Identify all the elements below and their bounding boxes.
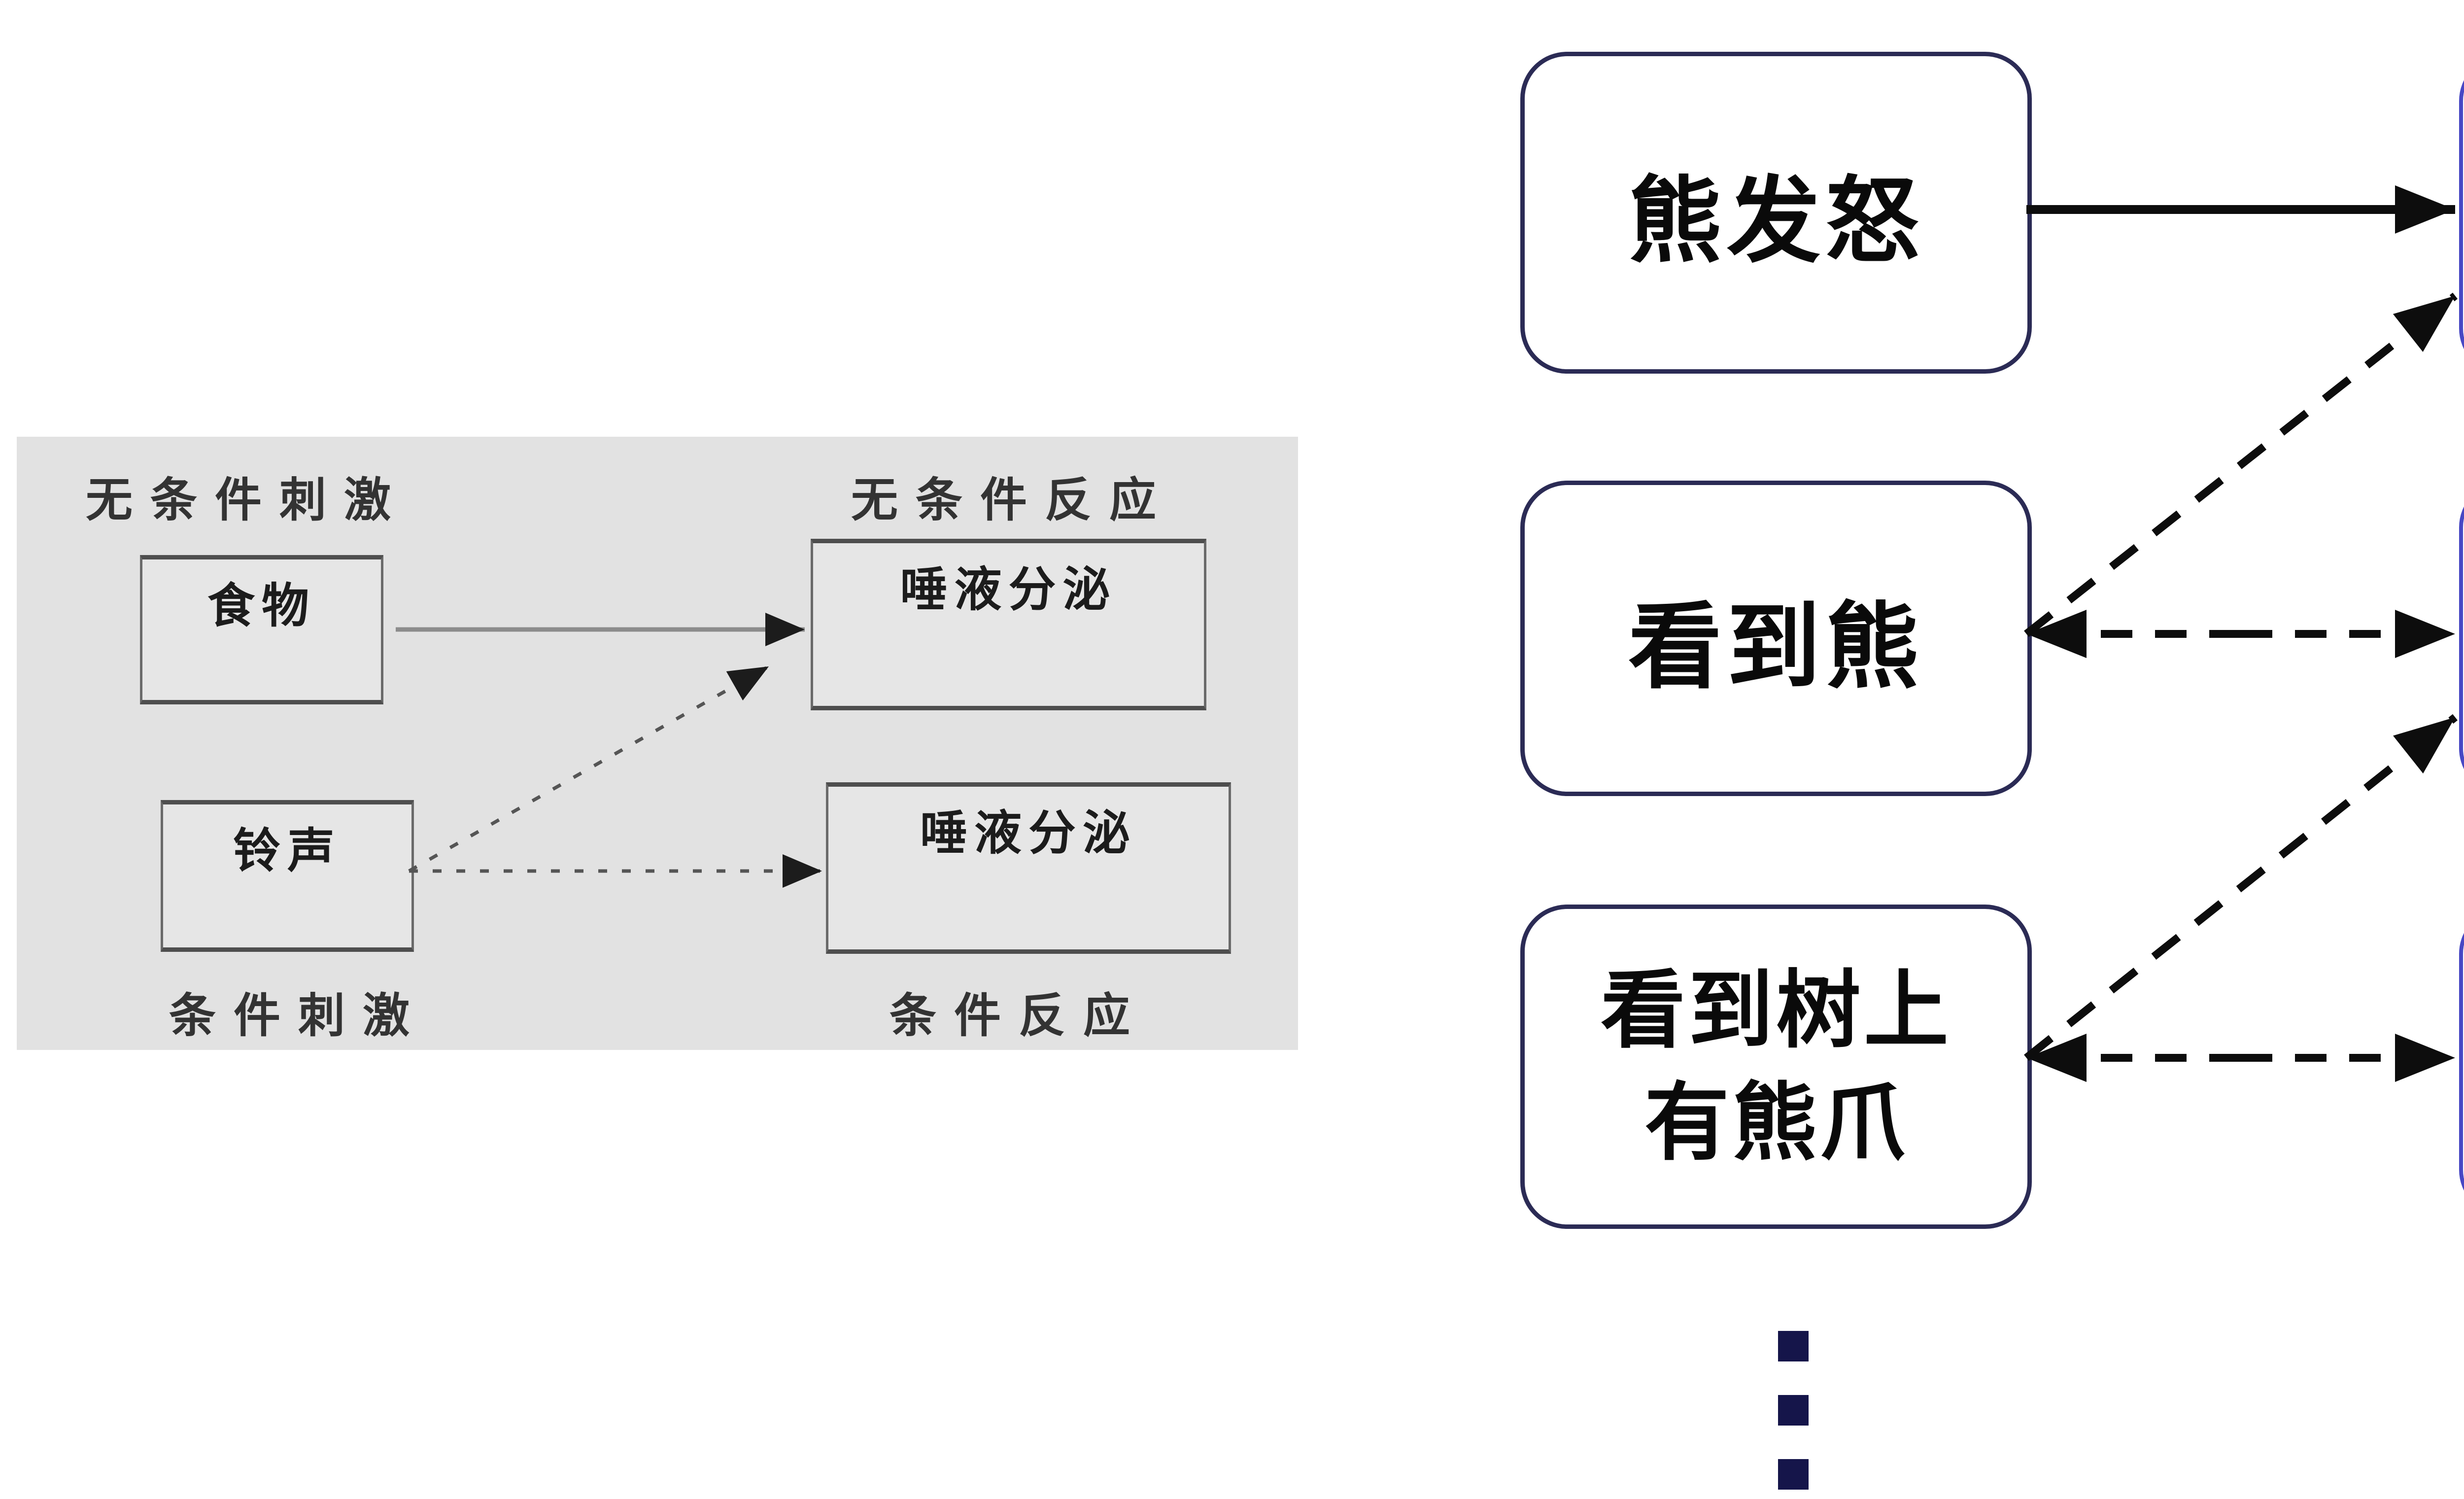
food-box: 食物 <box>140 555 383 704</box>
node-bear-claw-label-line1: 看到树上 <box>1601 963 1951 1058</box>
unconditioned-response-label: 无条件反应 <box>851 474 1174 526</box>
bell-box: 铃声 <box>161 800 414 952</box>
pavlov-conditioning-panel: 无条件刺激 无条件反应 食物 唾液分泌 铃声 唾液分泌 条件刺激 条件反应 <box>17 437 1298 1050</box>
node-bear-claw-label-line2: 有熊爪 <box>1644 1076 1908 1170</box>
node-bear-angry: 熊发怒 <box>1520 52 2032 374</box>
conditioned-stimulus-label: 条件刺激 <box>169 990 428 1042</box>
node-see-bear: 看到熊 <box>1520 481 2032 796</box>
see-bear-to-reward-dashed-arrow <box>2024 292 2458 637</box>
bear-claw-to-v-s-prime-dashed-arrow <box>2024 714 2458 1061</box>
node-bear-claw: 看到树上 有熊爪 <box>1520 905 2032 1229</box>
saliva-bottom-box-label: 唾液分泌 <box>920 807 1137 860</box>
node-bear-angry-label: 熊发怒 <box>1628 169 1924 274</box>
saliva-bottom-box: 唾液分泌 <box>826 782 1231 954</box>
food-box-label: 食物 <box>207 580 316 632</box>
unconditioned-stimulus-label: 无条件刺激 <box>86 474 409 526</box>
ellipsis-left-dot-1-icon <box>1778 1331 1809 1361</box>
pavlov-arrows-layer <box>396 613 822 888</box>
node-see-bear-label: 看到熊 <box>1628 594 1924 699</box>
ellipsis-left-dot-2-icon <box>1778 1395 1809 1426</box>
ellipsis-left-dot-3-icon <box>1778 1459 1809 1490</box>
bell-box-label: 铃声 <box>233 825 342 877</box>
conditioned-response-label: 条件反应 <box>890 990 1148 1042</box>
saliva-top-box-label: 唾液分泌 <box>900 563 1117 616</box>
saliva-top-box: 唾液分泌 <box>811 539 1206 710</box>
